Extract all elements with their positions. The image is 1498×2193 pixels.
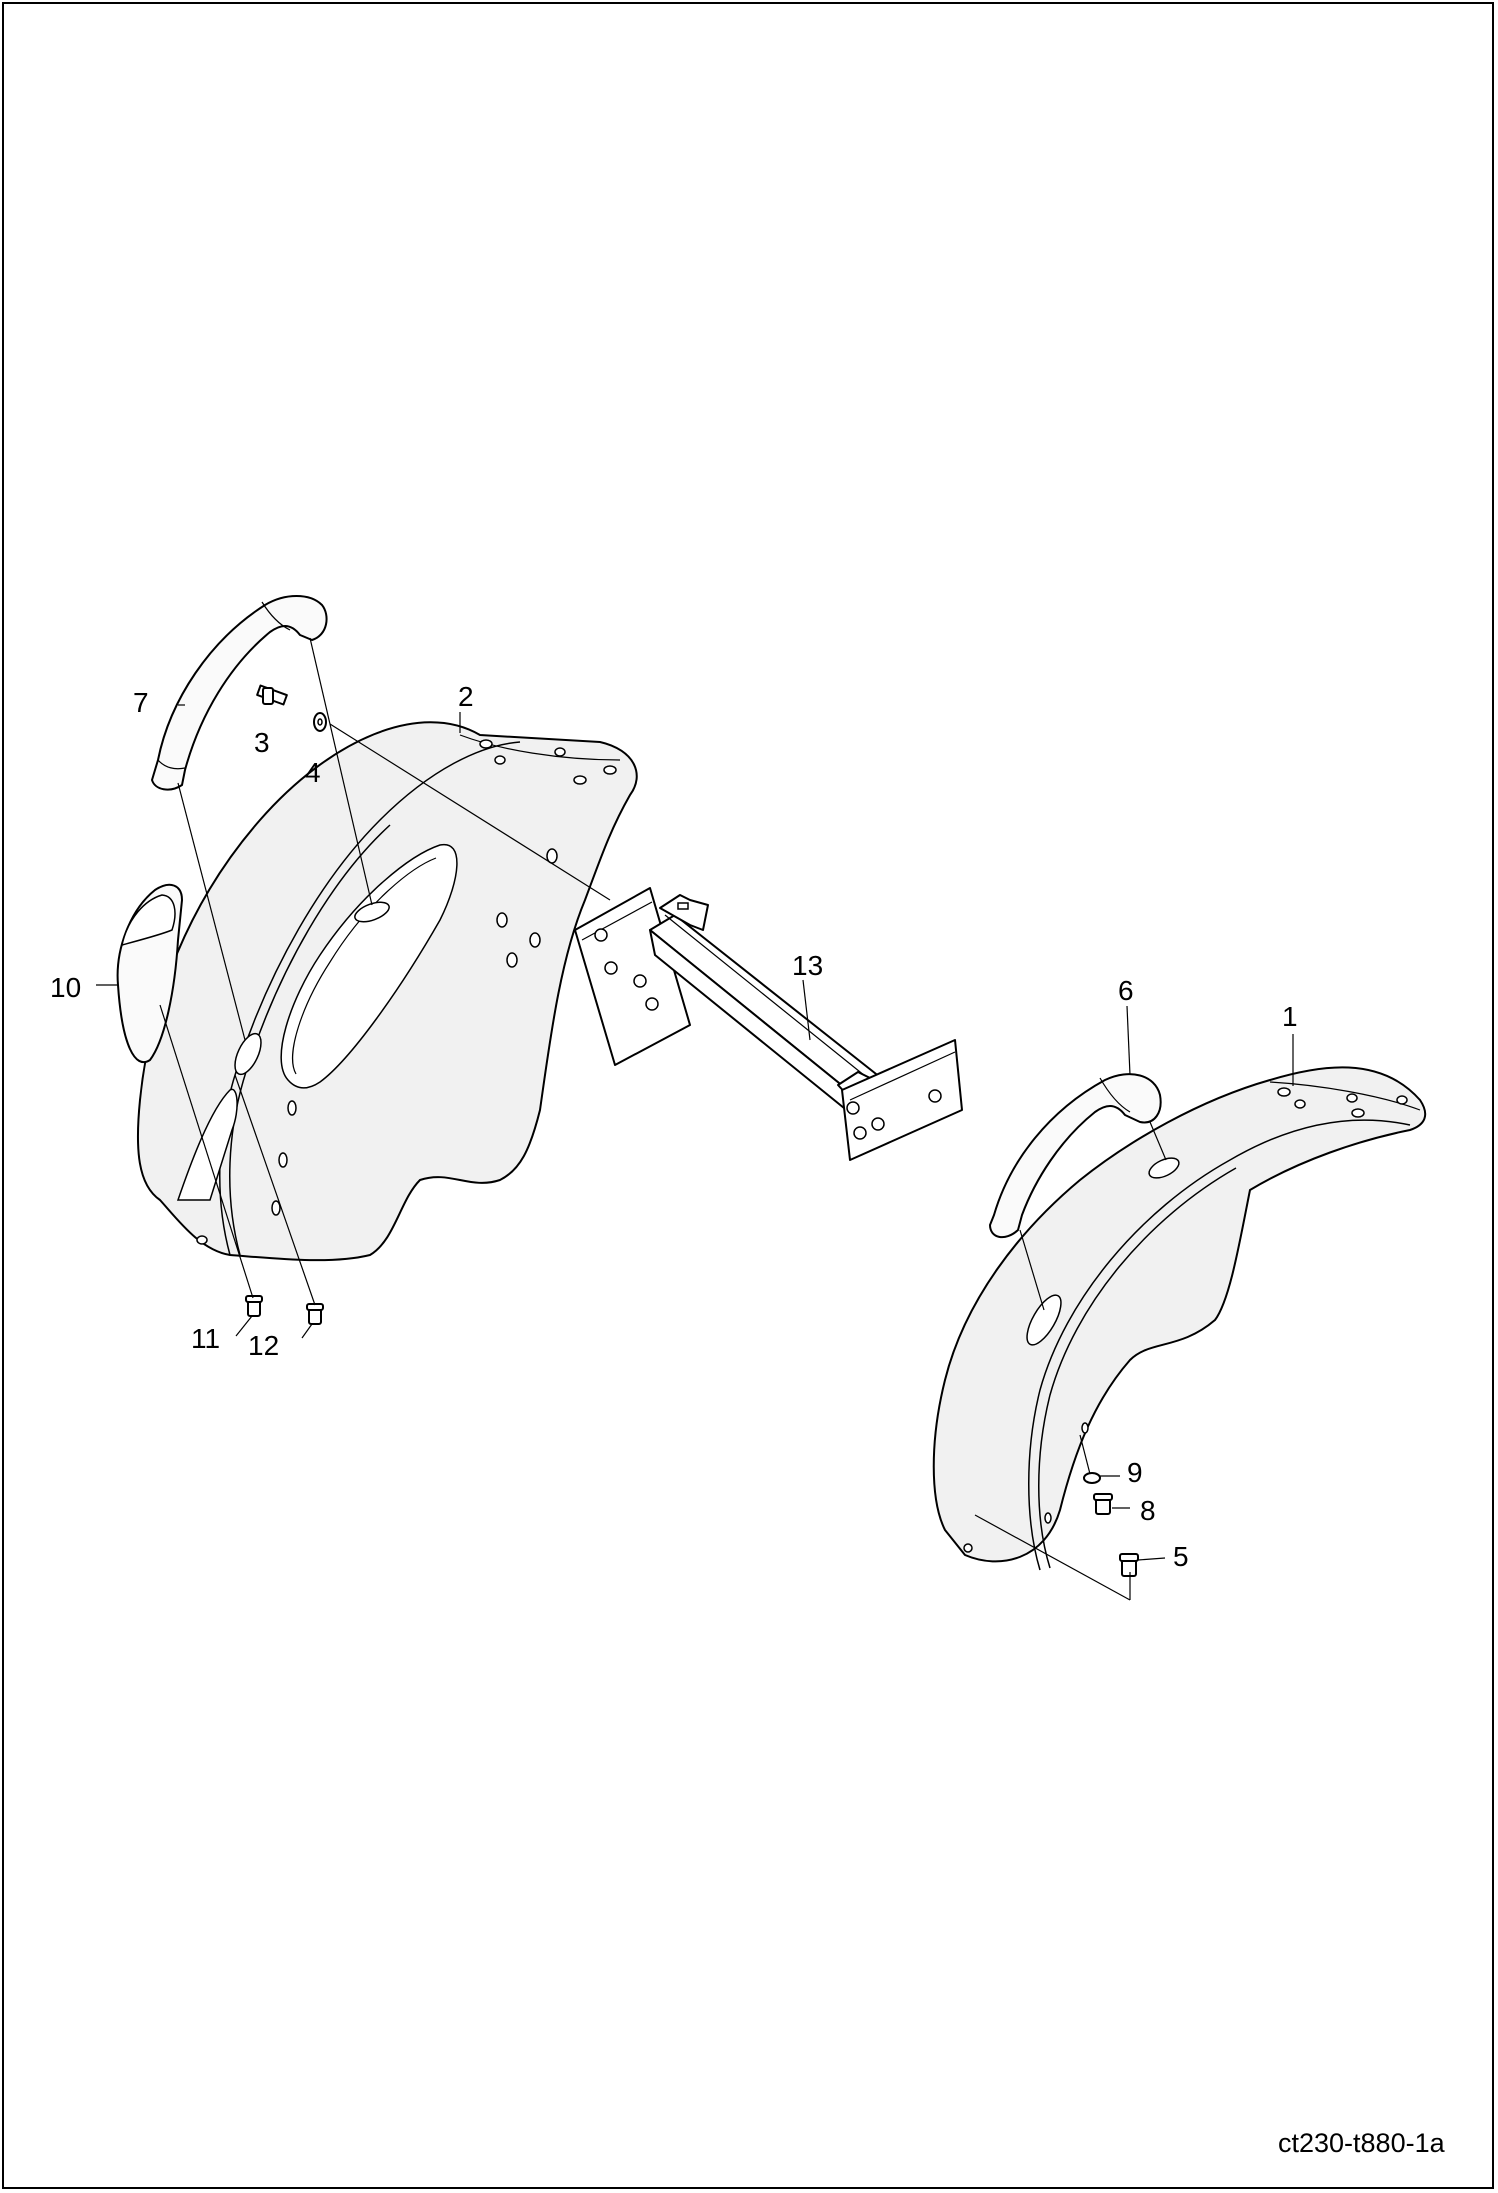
callout-11: 11 bbox=[191, 1323, 220, 1354]
callout-6: 6 bbox=[1118, 975, 1134, 1006]
washer-4 bbox=[313, 712, 327, 732]
callout-8: 8 bbox=[1140, 1495, 1156, 1526]
bolt-5 bbox=[1119, 1553, 1139, 1577]
grab-handle-7 bbox=[151, 595, 328, 791]
callout-12: 12 bbox=[248, 1330, 279, 1361]
screw-12 bbox=[306, 1303, 324, 1325]
callout-labels: 1 2 3 4 5 6 7 8 9 10 11 12 13 bbox=[50, 681, 1298, 1572]
right-fender bbox=[932, 1066, 1427, 1571]
mounting-tube-13 bbox=[574, 887, 963, 1161]
callout-7: 7 bbox=[133, 687, 149, 718]
callout-13: 13 bbox=[792, 950, 823, 981]
document-id: ct230-t880-1a bbox=[1278, 2128, 1446, 2158]
callout-2: 2 bbox=[458, 681, 474, 712]
callout-5: 5 bbox=[1173, 1541, 1189, 1572]
callout-9: 9 bbox=[1127, 1457, 1143, 1488]
callout-1: 1 bbox=[1282, 1001, 1298, 1032]
callout-10: 10 bbox=[50, 972, 81, 1003]
left-fender bbox=[136, 721, 638, 1262]
callout-3: 3 bbox=[254, 727, 270, 758]
grab-handle-6 bbox=[989, 1073, 1162, 1239]
bolt-3 bbox=[256, 684, 288, 706]
foot-step-10 bbox=[116, 883, 183, 1063]
screw-11 bbox=[245, 1295, 263, 1317]
assembly-leader-lines bbox=[96, 637, 1294, 1601]
washer-9 bbox=[1083, 1472, 1101, 1484]
callout-4: 4 bbox=[305, 757, 321, 788]
bolt-8 bbox=[1093, 1493, 1113, 1515]
